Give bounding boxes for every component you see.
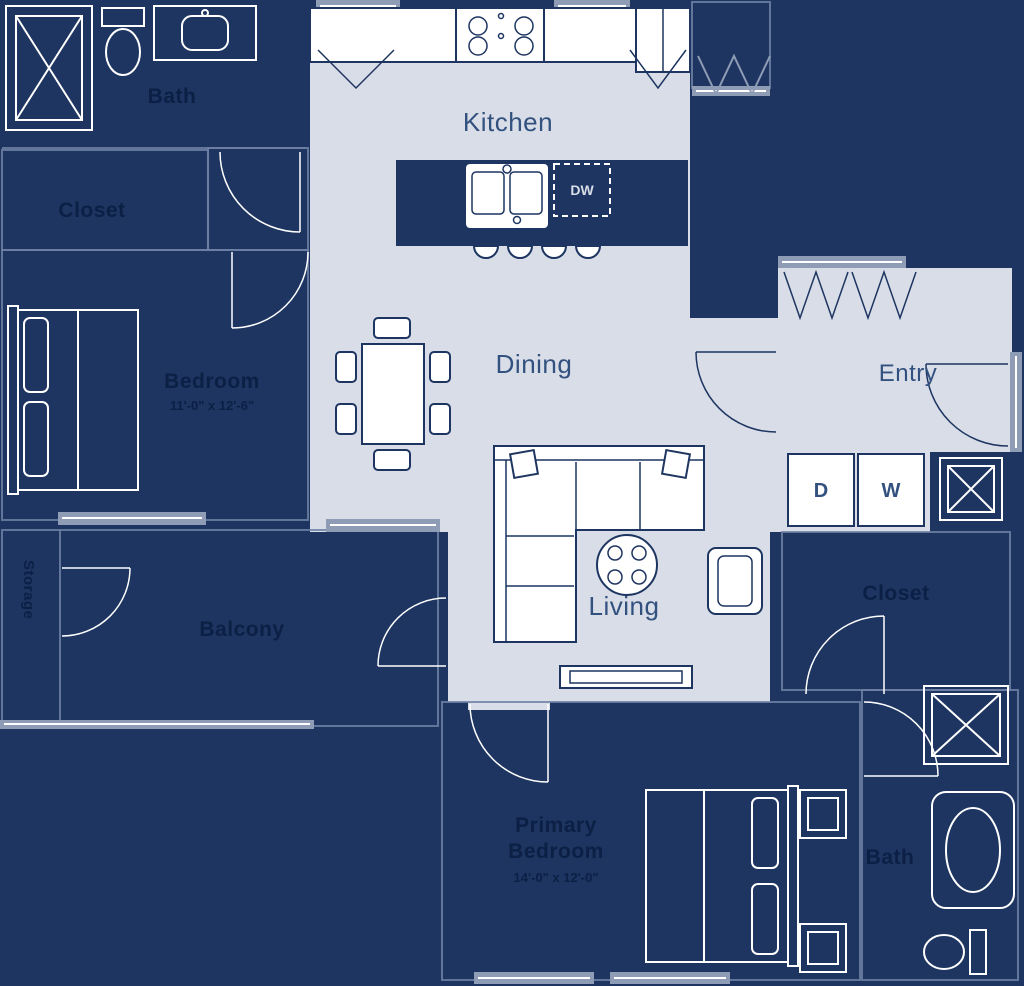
primary-bedroom-label-2: Bedroom <box>508 840 604 863</box>
pillow <box>751 883 779 955</box>
dining-chair <box>429 351 451 383</box>
primary-bedroom-door <box>469 703 549 783</box>
hall-floor <box>690 318 782 440</box>
toilet <box>101 7 145 76</box>
vanity-sink <box>153 5 257 61</box>
storage-label: Storage <box>20 560 37 619</box>
primary-window-2 <box>610 972 730 984</box>
dining-chair <box>373 317 411 339</box>
bathtub <box>931 791 1015 909</box>
dishwasher-box: DW <box>553 163 611 217</box>
dining-balcony-door <box>326 519 440 532</box>
shower <box>923 685 1009 765</box>
hall-door <box>695 351 777 433</box>
coffee-table <box>596 534 658 596</box>
tv-console <box>559 665 693 689</box>
pillow <box>23 317 49 393</box>
bath2-label: Bath <box>866 846 915 869</box>
balcony-door <box>377 597 447 667</box>
entry-label: Entry <box>879 360 938 387</box>
primary-bedroom-dimensions: 14'-0" x 12'-0" <box>513 870 598 885</box>
bedroom-balcony-door <box>58 512 206 525</box>
entry-floor <box>778 268 1012 452</box>
bedroom-bed <box>7 305 139 495</box>
kitchen-fixtures: DW <box>309 7 691 259</box>
closet2-label: Closet <box>862 582 929 605</box>
sofa-cushion-lines <box>494 459 704 642</box>
dining-chair <box>335 403 357 435</box>
pillow <box>23 401 49 477</box>
entry-door <box>925 363 1009 447</box>
sofa-pillow <box>508 448 540 480</box>
refrigerator <box>635 7 691 73</box>
balcony-label: Balcony <box>199 618 284 641</box>
entry-closet-bifold-2 <box>851 269 917 321</box>
bath2-door <box>863 701 939 777</box>
dining-label: Dining <box>496 349 573 379</box>
dining-set <box>335 317 451 471</box>
shower <box>5 5 93 131</box>
sofa-pillow <box>660 448 692 480</box>
bath1-label: Bath <box>148 85 197 108</box>
nightstand <box>799 789 847 839</box>
closet2-door <box>805 615 885 695</box>
dryer-box <box>787 453 855 527</box>
island-sink <box>466 164 548 228</box>
headboard <box>787 785 799 967</box>
primary-window-1 <box>474 972 594 984</box>
dining-chair <box>373 449 411 471</box>
entry-closet-track <box>778 256 906 268</box>
bath2-walls <box>861 689 1019 981</box>
accent-chair <box>707 547 763 615</box>
primary-bed <box>645 785 847 973</box>
bath1-fixtures <box>5 5 257 131</box>
washer-label: W <box>882 480 901 502</box>
dining-chair <box>429 403 451 435</box>
range <box>455 7 545 63</box>
cabinet-door-right <box>629 49 687 90</box>
pantry-track <box>692 86 770 96</box>
balcony-railing <box>0 720 314 729</box>
dining-table <box>361 343 425 445</box>
dishwasher-label: DW <box>570 182 594 198</box>
laundry: D W <box>787 453 1003 527</box>
washer-box <box>857 453 925 527</box>
bedroom-dimensions: 11'-0" x 12'-6" <box>170 398 254 413</box>
room-labels: Kitchen Dining Living Entry Bath Closet … <box>20 85 937 885</box>
doors <box>61 53 1009 783</box>
primary-door-threshold <box>468 698 550 710</box>
dryer-label: D <box>814 480 828 502</box>
nightstand <box>799 923 847 973</box>
linen-shelves <box>939 457 1003 521</box>
bar-stools <box>472 245 602 259</box>
pillow <box>751 797 779 869</box>
living-furniture <box>493 445 763 689</box>
storage-door <box>61 567 131 637</box>
floor-connector <box>770 440 782 532</box>
cabinet-door-left <box>317 49 395 90</box>
closet1-label: Closet <box>58 199 125 222</box>
vestibule-door <box>219 151 301 233</box>
bath2-fixtures <box>923 685 1015 975</box>
entry-door-sidelight <box>1010 352 1022 452</box>
toilet <box>923 929 987 975</box>
bedroom-door <box>231 251 309 329</box>
living-label: Living <box>589 591 660 621</box>
primary-bedroom-label-1: Primary <box>515 814 597 837</box>
kitchen-label: Kitchen <box>463 107 553 137</box>
pantry-bifold <box>697 53 771 97</box>
dining-chair <box>335 351 357 383</box>
bedroom-label: Bedroom <box>164 370 260 393</box>
entry-closet-bifold-1 <box>783 269 849 321</box>
